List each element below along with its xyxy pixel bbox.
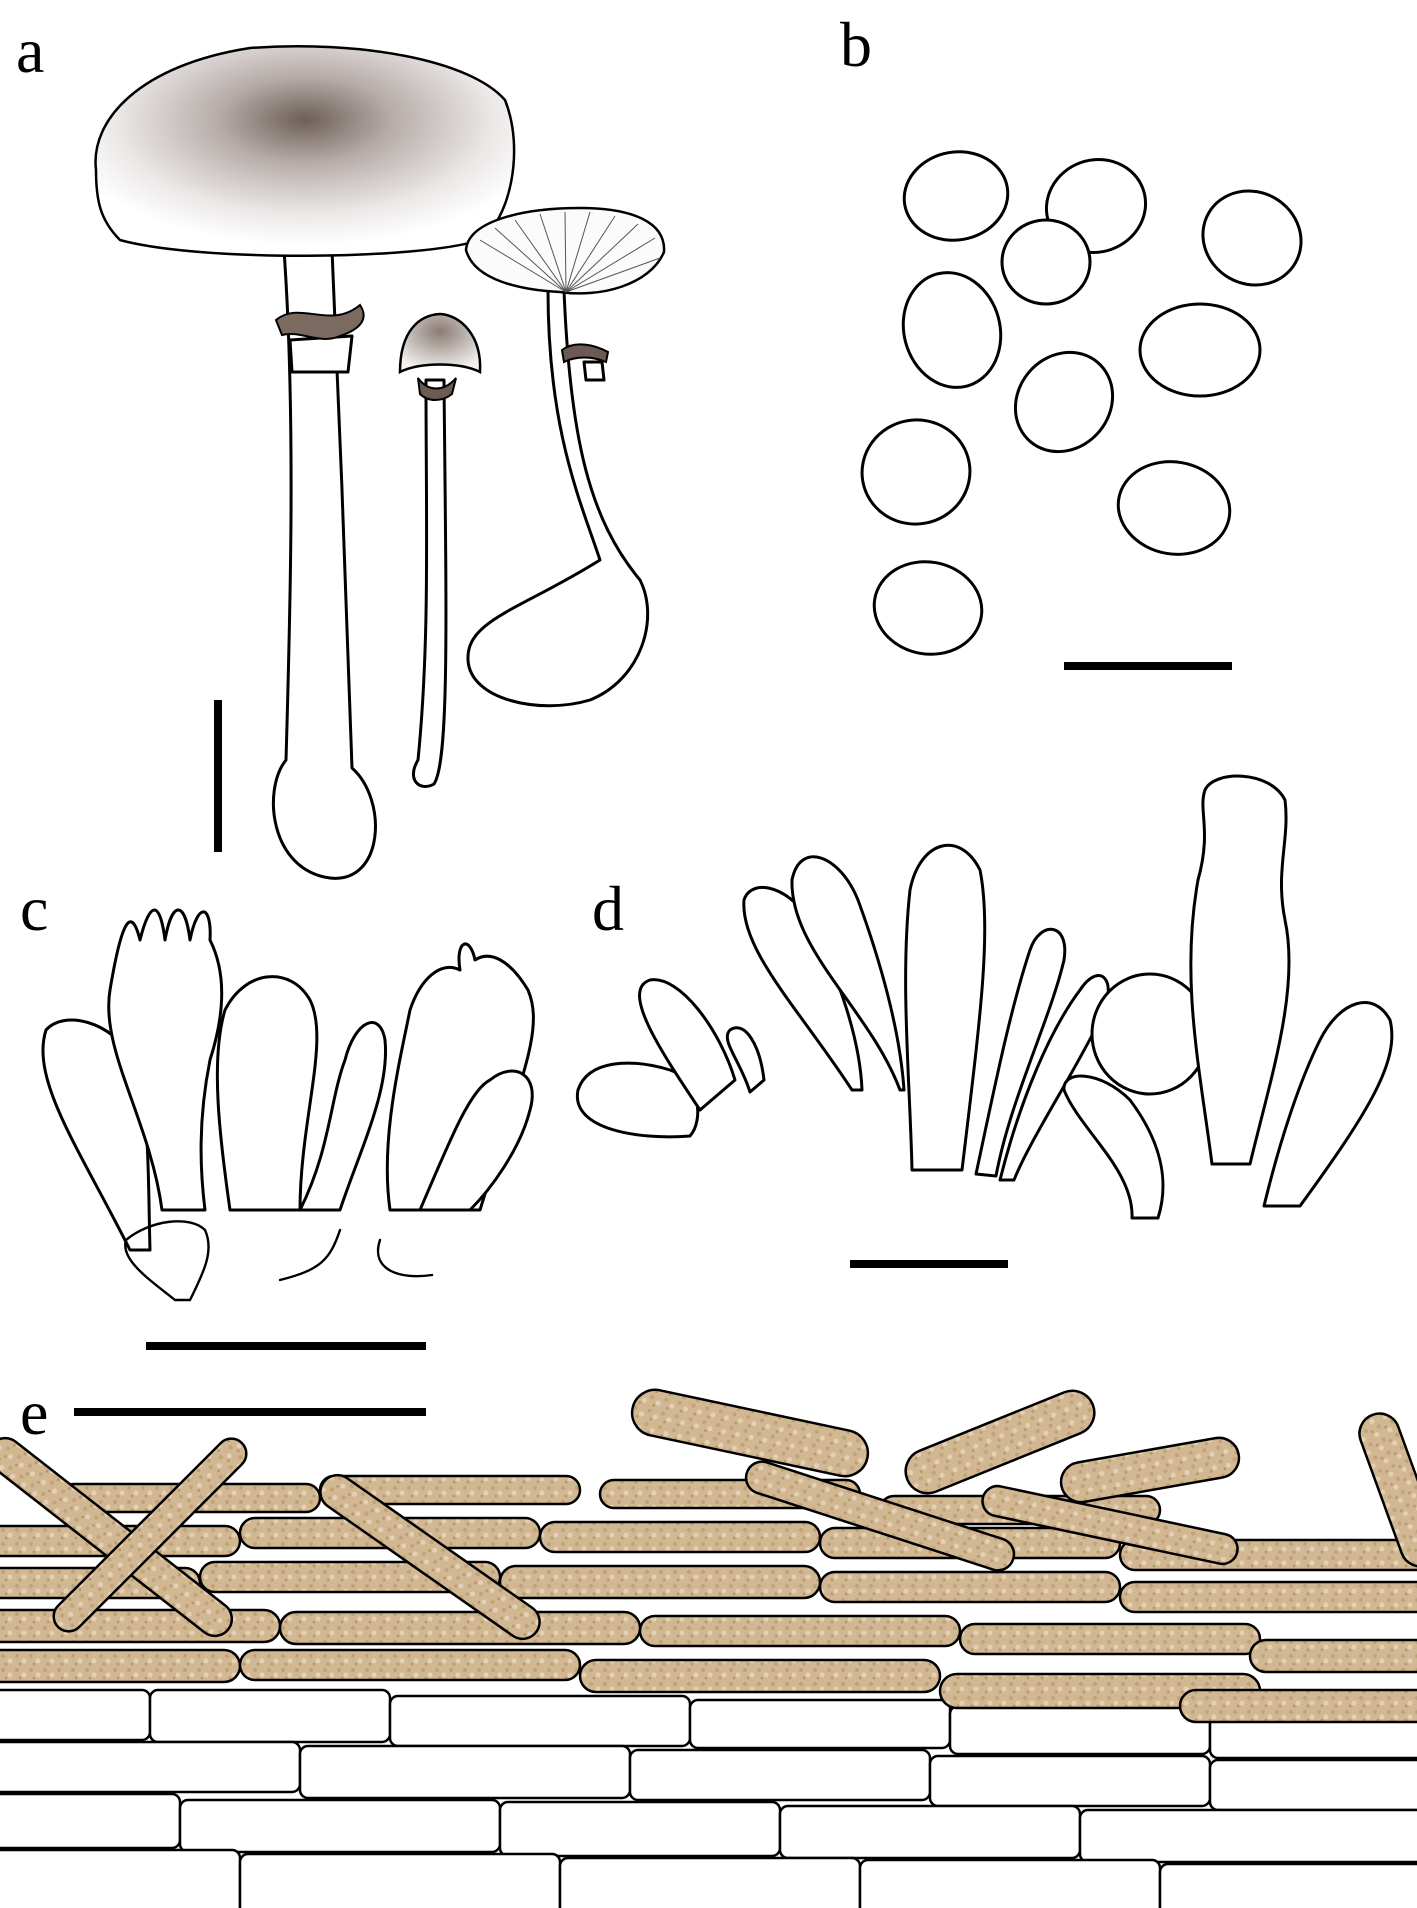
hypha: [238, 1648, 582, 1682]
cystidium: [1189, 774, 1291, 1166]
hypha: [1248, 1638, 1417, 1674]
hyaline-cell: [298, 1744, 632, 1800]
hyaline-cell: [558, 1856, 862, 1908]
cystidium: [638, 978, 737, 1112]
basidium: [298, 1021, 388, 1212]
cystidium: [904, 843, 987, 1172]
hyaline-cell: [0, 1688, 152, 1742]
hypha: [818, 1570, 1122, 1604]
hyaline-cell: [858, 1858, 1162, 1908]
terminal-element: [1059, 1436, 1241, 1504]
hyaline-cell: [948, 1704, 1212, 1756]
spore: [872, 560, 984, 656]
panel-a: a: [16, 15, 666, 880]
hypha: [278, 1610, 642, 1646]
terminal-element: [744, 1460, 1016, 1572]
spore: [901, 271, 1003, 389]
hyaline-cell: [0, 1792, 182, 1850]
cystidium: [974, 927, 1067, 1178]
spore: [1116, 460, 1232, 556]
medium-basidioma: [464, 206, 666, 708]
small-cap: [398, 312, 482, 375]
spore: [1013, 350, 1115, 454]
terminal-element: [319, 1473, 541, 1641]
subhymenial-cell: [376, 1238, 434, 1278]
terminal-element: [630, 1388, 870, 1478]
hypha: [1178, 1688, 1417, 1724]
cystidium: [998, 974, 1110, 1182]
hyaline-cell: [238, 1852, 562, 1908]
panel-label-b: b: [840, 9, 872, 80]
panel-b: b: [840, 9, 1303, 670]
cystidium: [1262, 1001, 1394, 1208]
hyaline-cell: [148, 1688, 392, 1744]
hypha: [1118, 1580, 1417, 1614]
gill-lines: [479, 211, 661, 293]
hyaline-cell: [778, 1804, 1082, 1860]
panel-label-d: d: [592, 873, 624, 944]
spore: [1201, 189, 1303, 287]
hypha: [0, 1608, 282, 1644]
hypha: [498, 1564, 822, 1600]
terminal-element: [904, 1389, 1096, 1495]
terminal-element: [52, 1437, 248, 1633]
large-cap: [94, 45, 516, 257]
basidium: [107, 908, 224, 1212]
panel-label-e: e: [20, 1377, 48, 1448]
hyaline-cell: [688, 1698, 952, 1750]
panel-label-c: c: [20, 873, 48, 944]
pigmented-hyphae: [0, 1388, 1417, 1724]
panel-e: e: [0, 1377, 1417, 1908]
hypha: [538, 1520, 822, 1554]
panel-d: d: [575, 774, 1394, 1268]
spore: [902, 150, 1010, 242]
cystidium: [725, 1026, 766, 1094]
hypha: [638, 1614, 962, 1648]
subhymenial-cell: [278, 1228, 342, 1282]
terminal-element: [981, 1484, 1239, 1566]
basidium: [215, 975, 319, 1212]
subhymenial-cell: [124, 1220, 210, 1302]
cystidium: [742, 886, 864, 1092]
hyaline-subpellis: [0, 1688, 1417, 1908]
terminal-element: [0, 1436, 234, 1638]
spore: [1000, 218, 1092, 306]
hyaline-cell: [628, 1748, 932, 1802]
terminal-element: [1358, 1412, 1417, 1568]
hyaline-cell: [498, 1800, 782, 1858]
hyaline-cell: [1158, 1862, 1417, 1908]
cystidium: [1062, 1074, 1165, 1220]
spore: [1138, 302, 1262, 398]
hyaline-cell: [928, 1754, 1212, 1808]
hyaline-cell: [0, 1740, 302, 1794]
cystidium: [790, 855, 906, 1092]
hyaline-cell: [388, 1694, 692, 1748]
hypha: [578, 1658, 942, 1694]
hyaline-cell: [1078, 1808, 1417, 1864]
hypha: [0, 1648, 242, 1684]
large-basidioma: [94, 45, 516, 880]
hyaline-cell: [1208, 1758, 1417, 1812]
hyaline-cell: [178, 1798, 502, 1854]
panel-label-a: a: [16, 15, 44, 86]
small-basidioma: [398, 312, 482, 788]
hypha: [958, 1622, 1262, 1656]
basidium: [418, 1069, 534, 1212]
spore: [860, 418, 972, 526]
hyaline-cell: [0, 1848, 242, 1908]
panel-c: c: [20, 873, 535, 1350]
